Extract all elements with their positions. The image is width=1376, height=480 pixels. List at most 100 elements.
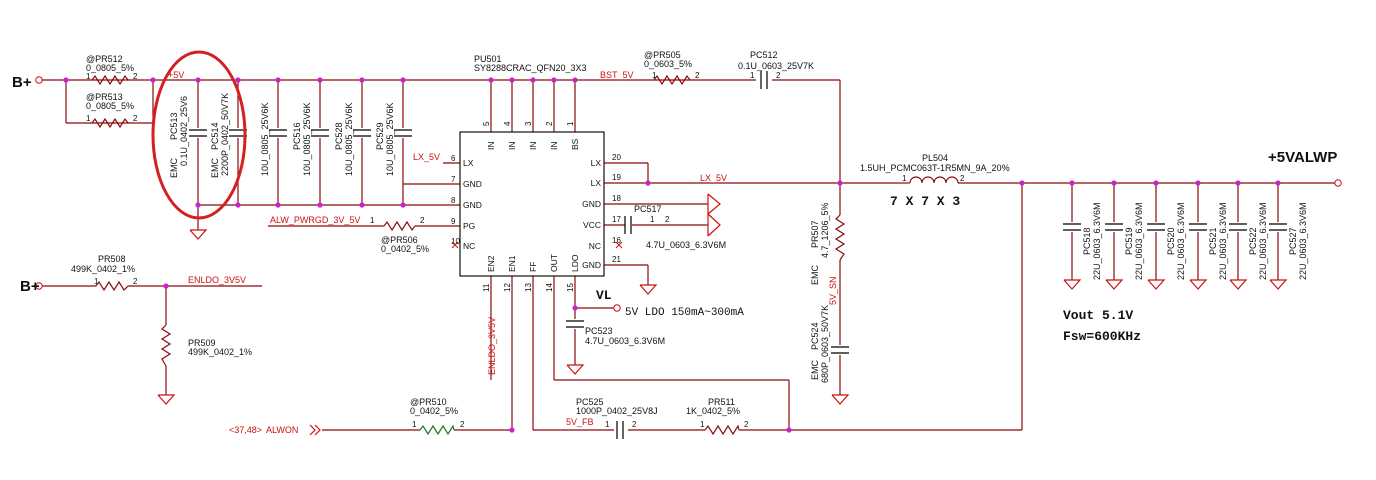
pc528-ref: PC528 bbox=[334, 122, 344, 150]
ic-pin-name: LX bbox=[591, 158, 602, 168]
junction-dot bbox=[551, 77, 557, 83]
ic-ref: PU501 bbox=[474, 54, 502, 64]
ground-symbol bbox=[831, 394, 850, 405]
ic-pin-number: 8 bbox=[451, 196, 456, 205]
horizontal-capacitors bbox=[614, 71, 772, 439]
pr505-symbol bbox=[653, 74, 691, 86]
junction-dot bbox=[275, 202, 281, 208]
pr510-value: 0_0402_5% bbox=[410, 406, 458, 416]
junction-dot bbox=[488, 77, 494, 83]
pc512-value: 0.1U_0603_25V7K bbox=[738, 61, 814, 71]
pin-number: 2 bbox=[695, 71, 700, 80]
pr513-ref: @PR513 bbox=[86, 92, 123, 102]
pr508-ref-value: PR508 499K_0402_1% bbox=[71, 254, 135, 274]
output-cap-value: 22U_0603_6.3V6M bbox=[1258, 202, 1268, 280]
labels: B+ B+ @PR512 0_0805_5% 1 2 @PR513 0_0805… bbox=[12, 50, 1337, 435]
pin-number: 1 bbox=[700, 420, 705, 429]
ic-pin-name: IN bbox=[486, 142, 496, 151]
ic-pin-name: LX bbox=[463, 158, 474, 168]
output-cap-value: 22U_0603_6.3V6M bbox=[1134, 202, 1144, 280]
pr505-ref: @PR505 bbox=[644, 50, 681, 60]
pin-number: 1 bbox=[86, 114, 91, 123]
pr509-value: 499K_0402_1% bbox=[188, 347, 252, 357]
pr507-value: 4.7_1206_5% bbox=[820, 202, 830, 258]
ic-pin-name: BS bbox=[570, 138, 580, 150]
pin-number: 2 bbox=[133, 277, 138, 286]
junction-dot bbox=[163, 283, 169, 289]
pc517-ref: PC517 bbox=[634, 204, 662, 214]
pin-number: 2 bbox=[133, 114, 138, 123]
enldo-label: ENLDO_3V5V bbox=[188, 275, 246, 285]
pin-number: 1 bbox=[94, 277, 99, 286]
pin-number: 2 bbox=[960, 174, 965, 183]
pc513-ref: PC513 bbox=[169, 112, 179, 140]
pr507-symbol bbox=[834, 214, 846, 261]
pr512-value: 0_0805_5% bbox=[86, 63, 134, 73]
pr512-symbol bbox=[91, 74, 129, 86]
junction-dot bbox=[400, 77, 406, 83]
ic-pins: LX6GND7GND8PG9NC10IN5IN4IN3IN2BS1LX20LX1… bbox=[451, 121, 621, 292]
output-cap-ref: PC527 bbox=[1288, 227, 1298, 255]
pc515-value: 10U_0805_25V6K bbox=[260, 102, 270, 176]
pr513-value: 0_0805_5% bbox=[86, 101, 134, 111]
ic-pin-number: 6 bbox=[451, 154, 456, 163]
resistor-symbols bbox=[91, 74, 846, 436]
junction-dot bbox=[63, 77, 69, 83]
five-v-sn-label: 5V_SN bbox=[828, 276, 838, 305]
junction-dot bbox=[150, 77, 156, 83]
output-cap-value: 22U_0603_6.3V6M bbox=[1298, 202, 1308, 280]
pc514-emc: EMC bbox=[210, 158, 220, 179]
pr506-value: 0_0402_5% bbox=[381, 244, 429, 254]
pin-number: 2 bbox=[133, 72, 138, 81]
pl504-value: 1.5UH_PCMC063T-1R5MN_9A_20% bbox=[860, 163, 1010, 173]
ic-pin-number: 4 bbox=[503, 121, 512, 126]
pin-number: 2 bbox=[632, 420, 637, 429]
junction-dot bbox=[509, 77, 515, 83]
junction-dot bbox=[837, 180, 843, 186]
inductor-size: 7 X 7 X 3 bbox=[890, 194, 960, 209]
ic-pin-name: EN2 bbox=[486, 255, 496, 272]
junction-dot bbox=[317, 202, 323, 208]
ground-symbols bbox=[157, 229, 1288, 405]
ground-symbol bbox=[566, 364, 585, 375]
junction-dot bbox=[359, 202, 365, 208]
ic-pin-number: 16 bbox=[612, 236, 621, 245]
pl504-ref: PL504 bbox=[922, 153, 948, 163]
pr512-ref: @PR512 bbox=[86, 54, 123, 64]
pin-number: 1 bbox=[86, 72, 91, 81]
junction-dot bbox=[235, 202, 241, 208]
ic-pin-number: 3 bbox=[524, 121, 533, 126]
bplus-bottom-label: B+ bbox=[20, 278, 40, 295]
bplus-top-terminal bbox=[35, 76, 43, 84]
output-cap-value: 22U_0603_6.3V6M bbox=[1218, 202, 1228, 280]
junction-dot bbox=[1275, 180, 1281, 186]
ic-pin-number: 5 bbox=[482, 121, 491, 126]
ic-pin-name: EN1 bbox=[507, 255, 517, 272]
ic-pin-name: GND bbox=[582, 260, 601, 270]
pin-number: 1 bbox=[750, 71, 755, 80]
highlight-ellipse bbox=[151, 50, 247, 220]
pr508-symbol bbox=[95, 280, 129, 292]
pc514-value: 2200P_0402_50V7K bbox=[220, 93, 230, 176]
pc516-ref: PC516 bbox=[292, 122, 302, 150]
pr511-ref: PR511 bbox=[708, 397, 735, 407]
ic-pin-number: 7 bbox=[451, 175, 456, 184]
pc525-value: 1000P_0402_25V8J bbox=[576, 406, 658, 416]
ic-pin-name: IN bbox=[507, 142, 517, 151]
ic-pin-number: 12 bbox=[503, 283, 512, 292]
vl-terminal bbox=[613, 304, 621, 312]
junction-dot bbox=[645, 180, 651, 186]
ic-pin-number: 2 bbox=[545, 121, 554, 126]
junction-dot bbox=[400, 202, 406, 208]
junction-dot bbox=[317, 77, 323, 83]
pr506-ref: @PR506 bbox=[381, 235, 418, 245]
junction-dot bbox=[1111, 180, 1117, 186]
five-v-fb-label: 5V_FB bbox=[566, 417, 594, 427]
pin-number: 2 bbox=[744, 420, 749, 429]
ic-pin-name: LX bbox=[591, 178, 602, 188]
pin-number: 1 bbox=[412, 420, 417, 429]
ic-pin-name: FF bbox=[528, 262, 538, 272]
connectors bbox=[35, 76, 1342, 312]
ic-pin-name: GND bbox=[582, 199, 601, 209]
junction-dot bbox=[1235, 180, 1241, 186]
